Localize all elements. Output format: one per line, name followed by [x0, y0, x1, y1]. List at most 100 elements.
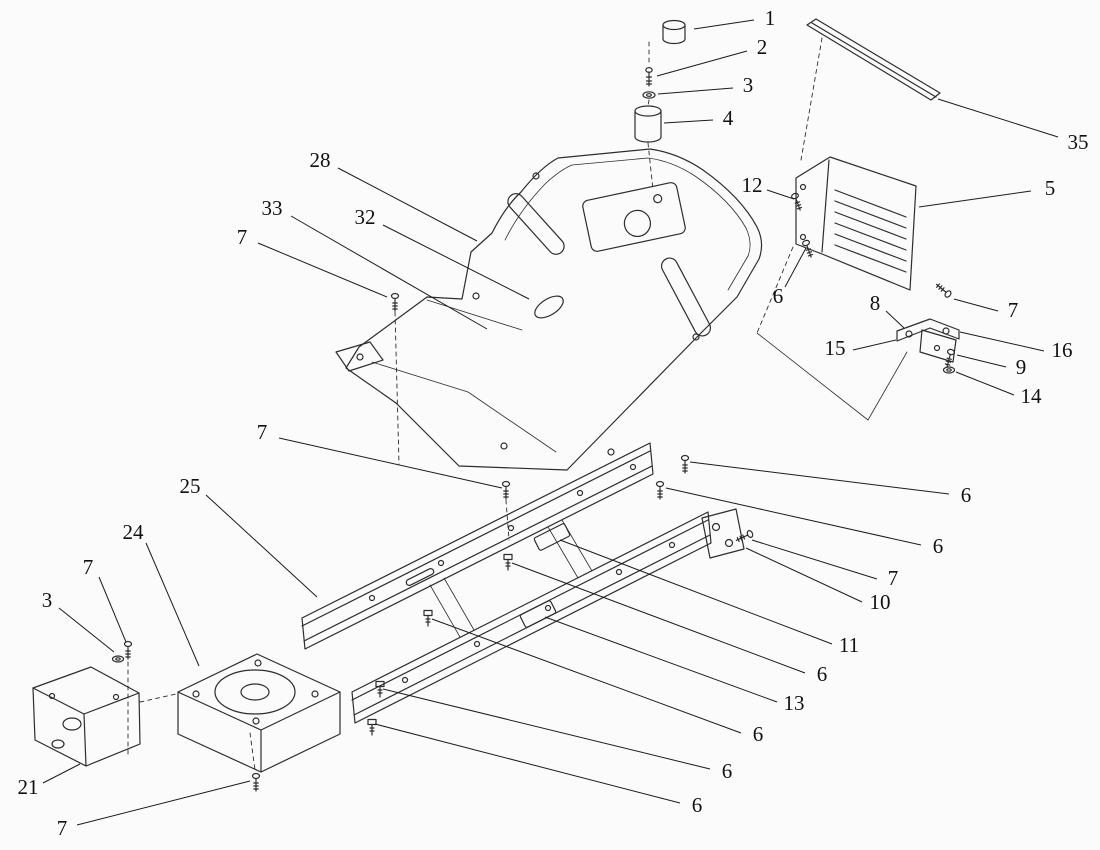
part-7-screw-shield	[933, 281, 953, 299]
callout-label-2-1: 2	[757, 35, 768, 59]
callout-leader-13-29	[544, 616, 778, 703]
callout-label-8-12: 8	[870, 291, 881, 315]
callout-label-9-16: 9	[1016, 355, 1027, 379]
callout-leader-5-5	[918, 190, 1032, 208]
callout-label-12-6: 12	[742, 173, 763, 197]
callout-label-10-25: 10	[870, 590, 891, 614]
callout-leader-7-10	[257, 242, 388, 298]
callout-leader-9-16	[956, 354, 1007, 368]
alignment-line-bottom	[249, 732, 256, 771]
part-3-washer-left	[111, 655, 125, 663]
part-6-bolt-b	[423, 609, 433, 627]
callout-label-3-26: 3	[42, 588, 53, 612]
part-1-cap	[662, 19, 686, 45]
callout-label-4-3: 4	[723, 106, 734, 130]
part-21-bracket	[32, 666, 141, 767]
frame-rail-front	[351, 511, 712, 724]
callout-label-7-23: 7	[83, 555, 94, 579]
part-12-screw	[790, 191, 805, 212]
callout-label-7-13: 7	[1008, 298, 1019, 322]
callout-label-32-9: 32	[355, 205, 376, 229]
part-7-screw-bottom	[251, 772, 261, 792]
callout-label-11-27: 11	[839, 633, 859, 657]
callout-label-7-34: 7	[57, 816, 68, 840]
callout-label-28-7: 28	[310, 148, 331, 172]
callout-leader-8-12	[885, 310, 905, 329]
part-7-screw-bracket	[734, 529, 755, 545]
part-2-screw	[645, 66, 653, 87]
callout-leader-4-3	[663, 119, 714, 124]
alignment-line-screw7b	[505, 499, 510, 541]
callout-leader-7-34	[76, 780, 251, 826]
part-24-frame-plate	[177, 653, 341, 773]
callout-leader-3-2	[657, 87, 734, 95]
callout-leader-24-22	[145, 542, 200, 667]
callout-label-3-2: 3	[743, 73, 754, 97]
callout-leader-6-33	[374, 723, 681, 804]
callout-label-7-24: 7	[888, 566, 899, 590]
part-35-support-strip	[806, 18, 941, 101]
part-6-bolt-a	[503, 553, 513, 571]
part-25-frame-rail-rear	[301, 442, 654, 650]
callout-leader-6-28	[511, 562, 806, 674]
callout-leader-16-14	[959, 331, 1045, 352]
callout-leader-6-21	[665, 487, 922, 546]
alignment-line-strip	[800, 37, 823, 161]
callout-leader-25-20	[205, 494, 318, 598]
callout-label-6-19: 6	[961, 483, 972, 507]
projection-line-b	[867, 351, 908, 421]
part-10-bracket	[701, 508, 745, 559]
frame-cross-braces	[429, 519, 593, 638]
callout-leader-7-24	[751, 539, 878, 580]
part-28-body-assembly	[335, 148, 763, 471]
callout-leader-28-7	[337, 167, 478, 242]
callout-label-6-33: 6	[692, 793, 703, 817]
part-4-spacer	[634, 105, 662, 143]
callout-leader-1-0	[693, 19, 755, 30]
callout-label-6-31: 6	[722, 759, 733, 783]
callout-leader-6-19	[689, 461, 950, 495]
callout-label-21-32: 21	[18, 775, 39, 799]
callout-label-25-20: 25	[180, 474, 201, 498]
callout-leader-6-31	[382, 688, 711, 770]
callout-leader-10-25	[745, 547, 863, 603]
callout-leader-3-26	[58, 607, 115, 653]
part-6-screw-rail-a	[680, 454, 690, 474]
callout-leader-6-30	[431, 618, 742, 734]
callout-label-7-18: 7	[257, 420, 268, 444]
part-14-washer	[942, 366, 956, 374]
callout-leader-33-8	[290, 215, 488, 330]
callout-label-14-17: 14	[1021, 384, 1043, 408]
callout-leader-7-13	[953, 298, 999, 312]
callout-label-6-11: 6	[773, 284, 784, 308]
part-6-screw-rail-b	[655, 480, 665, 500]
callout-label-5-5: 5	[1045, 176, 1056, 200]
alignment-line-knob	[647, 41, 654, 191]
callout-leader-32-9	[382, 224, 530, 300]
callout-leader-7-23	[98, 576, 127, 643]
part-5-heat-shield	[795, 156, 917, 291]
part-8-bracket	[896, 318, 960, 363]
alignment-line-screw7a	[394, 311, 400, 465]
callout-leader-2-1	[656, 50, 748, 77]
callout-label-1-0: 1	[765, 6, 776, 30]
callout-label-6-21: 6	[933, 534, 944, 558]
callout-leader-11-27	[559, 539, 833, 645]
callout-leader-14-17	[955, 371, 1015, 396]
callout-label-24-22: 24	[123, 520, 145, 544]
callout-leader-21-32	[42, 763, 81, 784]
callout-label-15-15: 15	[825, 336, 846, 360]
alignment-line-bracket21	[139, 693, 177, 703]
callout-label-35-4: 35	[1068, 130, 1089, 154]
callout-label-33-8: 33	[262, 196, 283, 220]
callout-leader-15-15	[852, 339, 897, 351]
part-7-screw-left	[123, 640, 133, 660]
callout-leader-7-18	[278, 437, 503, 489]
callout-label-13-29: 13	[784, 691, 805, 715]
callout-label-6-30: 6	[753, 722, 764, 746]
callout-label-7-10: 7	[237, 225, 248, 249]
part-3-washer	[642, 91, 656, 99]
